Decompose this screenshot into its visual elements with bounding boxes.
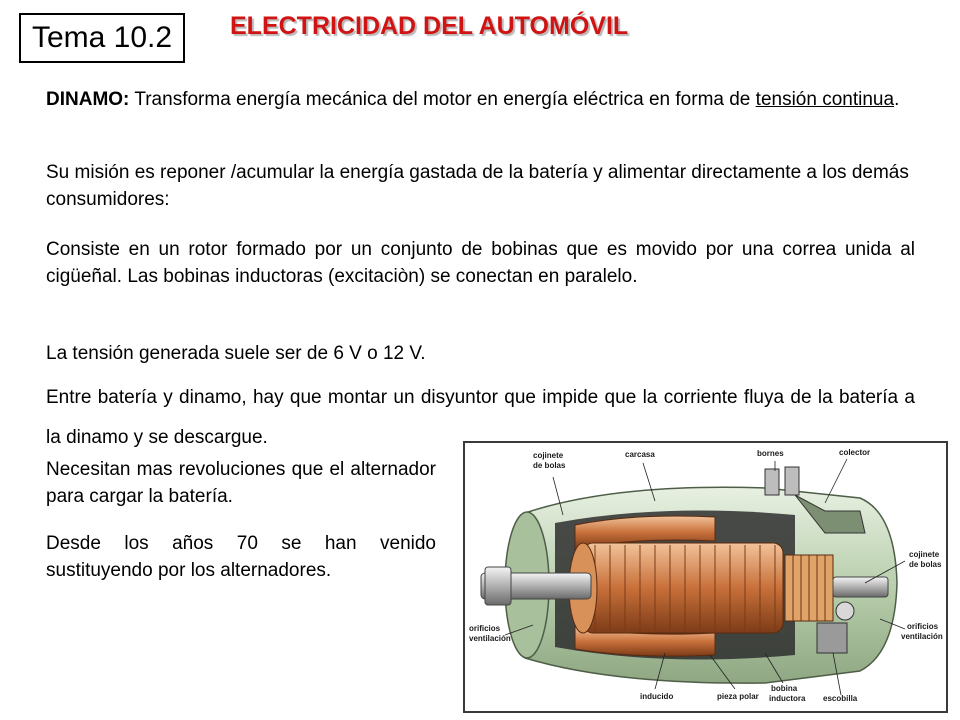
paragraph-rotor: Consiste en un rotor formado por un conj… bbox=[46, 239, 915, 287]
label-bobina-2: inductora bbox=[769, 694, 806, 703]
label-escobilla: escobilla bbox=[823, 694, 858, 703]
label-orificios-right-2: ventilación bbox=[901, 632, 943, 641]
dynamo-cutaway-diagram: cojinete de bolas carcasa bornes colecto… bbox=[463, 441, 948, 713]
paragraph-revoluciones: Necesitan mas revoluciones que el altern… bbox=[46, 459, 436, 507]
page-title: ELECTRICIDAD DEL AUTOMÓVIL bbox=[230, 12, 629, 40]
term-dinamo: DINAMO: bbox=[46, 89, 130, 110]
shaft bbox=[480, 566, 889, 606]
label-bobina: bobina bbox=[771, 684, 798, 693]
field-coils bbox=[574, 515, 716, 657]
label-orificios-left: orificios bbox=[469, 624, 501, 633]
label-inducido: inducido bbox=[640, 692, 673, 701]
paragraph-alternadores: Desde los años 70 se han venido sustituy… bbox=[46, 533, 436, 581]
armature-rotor bbox=[568, 542, 784, 634]
paragraph-dinamo-text: Transforma energía mecánica del motor en… bbox=[129, 89, 756, 110]
label-cojinete-right-2: de bolas bbox=[909, 560, 942, 569]
dynamo-illustration: cojinete de bolas carcasa bornes colecto… bbox=[469, 448, 943, 703]
paragraph-disyuntor: Entre batería y dinamo, hay que montar u… bbox=[46, 387, 915, 448]
label-orificios-right: orificios bbox=[907, 622, 939, 631]
paragraph-dinamo: DINAMO: Transforma energía mecánica del … bbox=[46, 86, 915, 113]
paragraph-mision: Su misión es reponer /acumular la energí… bbox=[46, 162, 909, 210]
label-pieza-polar: pieza polar bbox=[717, 692, 759, 701]
label-bornes: bornes bbox=[757, 449, 784, 458]
paragraph-tension: La tensión generada suele ser de 6 V o 1… bbox=[46, 343, 426, 364]
brush-assembly bbox=[764, 466, 866, 654]
label-cojinete-top-2: de bolas bbox=[533, 461, 566, 470]
label-colector: colector bbox=[839, 448, 870, 457]
label-cojinete-top: cojinete bbox=[533, 451, 564, 460]
paragraph-dinamo-end: . bbox=[894, 89, 900, 110]
commutator bbox=[784, 554, 834, 622]
label-carcasa: carcasa bbox=[625, 450, 655, 459]
underlined-term: tensión continua bbox=[755, 89, 895, 110]
label-cojinete-right: cojinete bbox=[909, 550, 940, 559]
tema-label: Tema 10.2 bbox=[19, 13, 185, 63]
label-orificios-left-2: ventilación bbox=[469, 634, 511, 643]
